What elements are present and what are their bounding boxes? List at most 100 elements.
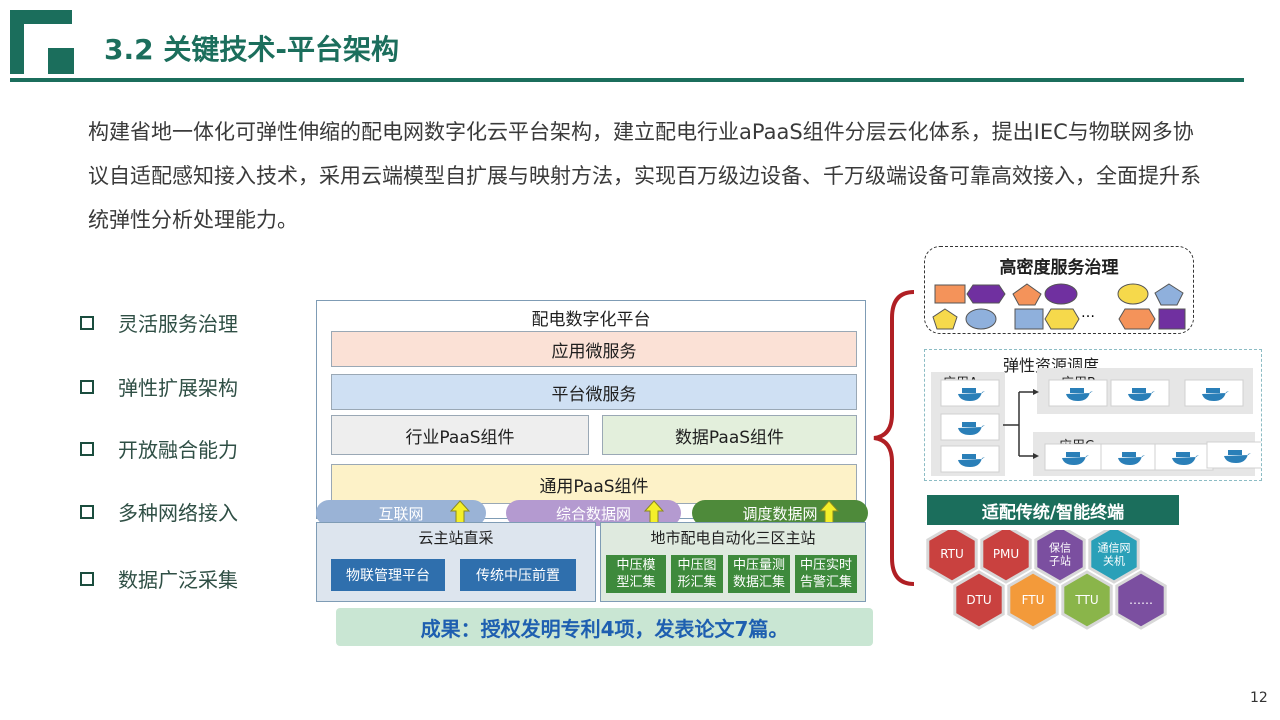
- platform-title: 配电数字化平台: [531, 310, 651, 330]
- docker-whale-icon: [1128, 391, 1155, 401]
- terminal-hexagon: [1115, 570, 1167, 630]
- service-pentagon-shape: [1154, 283, 1184, 306]
- layer-general-paas: 通用PaaS组件: [331, 464, 857, 504]
- service-rect-shape: [934, 284, 966, 304]
- terminal-label: TTU: [1074, 593, 1098, 607]
- station-title: 地市配电自动化三区主站: [650, 529, 816, 547]
- docker-containers-icon: [962, 388, 976, 393]
- service-ellipse-shape: [1117, 283, 1149, 305]
- checkbox-square-icon: [80, 315, 94, 330]
- list-item: 灵活服务治理: [80, 308, 238, 337]
- terminal-label: 通信网: [1098, 542, 1131, 555]
- iot-management-box: 物联管理平台: [331, 559, 445, 591]
- app-c-label: 应用C: [1059, 435, 1094, 446]
- terminal-hexagon: [953, 570, 1005, 630]
- checkbox-square-icon: [80, 504, 94, 519]
- docker-containers-icon: [962, 454, 976, 459]
- docker-whale-icon: [1062, 455, 1089, 465]
- bracket-icon: [873, 290, 915, 586]
- container-tile: [940, 379, 1000, 407]
- container-diagram: [940, 379, 1261, 473]
- terminal-label: DTU: [966, 593, 991, 607]
- docker-whale-icon: [1066, 391, 1093, 401]
- terminal-label: ……: [1129, 593, 1153, 607]
- mv-alarm-box: 中压实时 告警汇集: [795, 555, 857, 593]
- service-hex-shape: [1118, 308, 1156, 330]
- service-hex-shape: [1044, 308, 1080, 330]
- network-row: 互联网 综合数据网 调度数据网: [316, 498, 876, 528]
- terminal-label: FTU: [1022, 593, 1045, 607]
- logo-icon: [10, 10, 74, 74]
- container-tile: [1100, 443, 1160, 471]
- docker-containers-icon: [1206, 388, 1220, 393]
- docker-containers-icon: [1176, 452, 1190, 457]
- title-divider: [10, 78, 1244, 82]
- mv-measurement-box: 中压量测 数据汇集: [728, 555, 790, 593]
- service-pentagon-shape: [1012, 283, 1042, 306]
- city-automation-station: 地市配电自动化三区主站 中压模 型汇集 中压图 形汇集 中压量测 数据汇集 中压…: [600, 522, 866, 602]
- service-rect-shape: [1158, 308, 1186, 330]
- app-b-label: 应用B: [1061, 372, 1096, 382]
- service-rect-shape: [1014, 308, 1044, 330]
- docker-whale-icon: [958, 391, 985, 401]
- service-hex-shape: [966, 284, 1006, 304]
- docker-containers-icon: [1132, 388, 1146, 393]
- service-shapes: …: [932, 283, 1186, 330]
- terminal-label: 子站: [1049, 554, 1071, 568]
- docker-containers-icon: [962, 422, 976, 427]
- elastic-scheduling-panel: 弹性资源调度 应用A 应用B 应用C: [924, 349, 1262, 481]
- docker-containers-icon: [1066, 452, 1080, 457]
- service-ellipse-shape: [965, 308, 997, 330]
- terminal-label: RTU: [940, 547, 964, 561]
- checkbox-square-icon: [80, 571, 94, 586]
- checkbox-square-icon: [80, 441, 94, 456]
- terminal-hexagon: [980, 530, 1032, 584]
- layer-industry-paas: 行业PaaS组件: [331, 415, 589, 455]
- mv-frontend-box: 传统中压前置: [460, 559, 576, 591]
- docker-whale-icon: [1224, 453, 1251, 463]
- list-item: 弹性扩展架构: [80, 372, 238, 401]
- page-title: 3.2 关键技术-平台架构: [104, 33, 399, 66]
- docker-containers-icon: [1228, 450, 1242, 455]
- result-banner: 成果：授权发明专利4项，发表论文7篇。: [336, 608, 873, 646]
- cloud-master-station: 云主站直采 物联管理平台 传统中压前置: [316, 522, 596, 602]
- mv-graphic-box: 中压图 形汇集: [671, 555, 723, 593]
- service-governance-panel: 高密度服务治理 …: [924, 246, 1194, 334]
- docker-containers-icon: [1122, 452, 1136, 457]
- ellipsis-text: …: [1081, 305, 1095, 321]
- layer-data-paas: 数据PaaS组件: [602, 415, 857, 455]
- docker-whale-icon: [1202, 391, 1229, 401]
- service-pentagon-shape: [932, 308, 958, 330]
- terminal-hexagon: [1061, 570, 1113, 630]
- terminal-label: PMU: [993, 547, 1019, 561]
- list-item: 多种网络接入: [80, 497, 238, 526]
- list-item: 数据广泛采集: [80, 564, 238, 593]
- network-cloud-dispatch: 调度数据网: [692, 500, 868, 526]
- terminal-hexagon: [926, 530, 978, 584]
- terminal-hexagon: [1034, 530, 1086, 584]
- terminal-hexagon: [1007, 570, 1059, 630]
- docker-whale-icon: [958, 457, 985, 467]
- service-ellipse-shape: [1044, 283, 1078, 305]
- service-governance-title: 高密度服务治理: [999, 258, 1119, 278]
- docker-containers-icon: [1070, 388, 1084, 393]
- up-arrow-icon: [450, 500, 470, 524]
- docker-whale-icon: [1118, 455, 1145, 465]
- intro-paragraph: 构建省地一体化可弹性伸缩的配电网数字化云平台架构，建立配电行业aPaaS组件分层…: [88, 120, 1201, 232]
- up-arrow-icon: [819, 500, 839, 524]
- mv-model-box: 中压模 型汇集: [606, 555, 666, 593]
- layer-platform-microservice: 平台微服务: [331, 374, 857, 410]
- platform-diagram: 配电数字化平台 应用微服务 平台微服务 行业PaaS组件 数据PaaS组件 通用…: [316, 300, 866, 519]
- docker-whale-icon: [958, 425, 985, 435]
- list-item: 开放融合能力: [80, 434, 238, 463]
- terminal-label: 保信: [1049, 541, 1071, 555]
- terminal-label: 关机: [1103, 554, 1125, 568]
- station-title: 云主站直采: [418, 529, 494, 547]
- checkbox-square-icon: [80, 379, 94, 394]
- terminal-hexagon: [1088, 530, 1140, 584]
- docker-whale-icon: [1172, 455, 1199, 465]
- layer-app-microservice: 应用微服务: [331, 331, 857, 367]
- up-arrow-icon: [644, 500, 664, 524]
- terminals-banner: 适配传统/智能终端: [927, 495, 1179, 525]
